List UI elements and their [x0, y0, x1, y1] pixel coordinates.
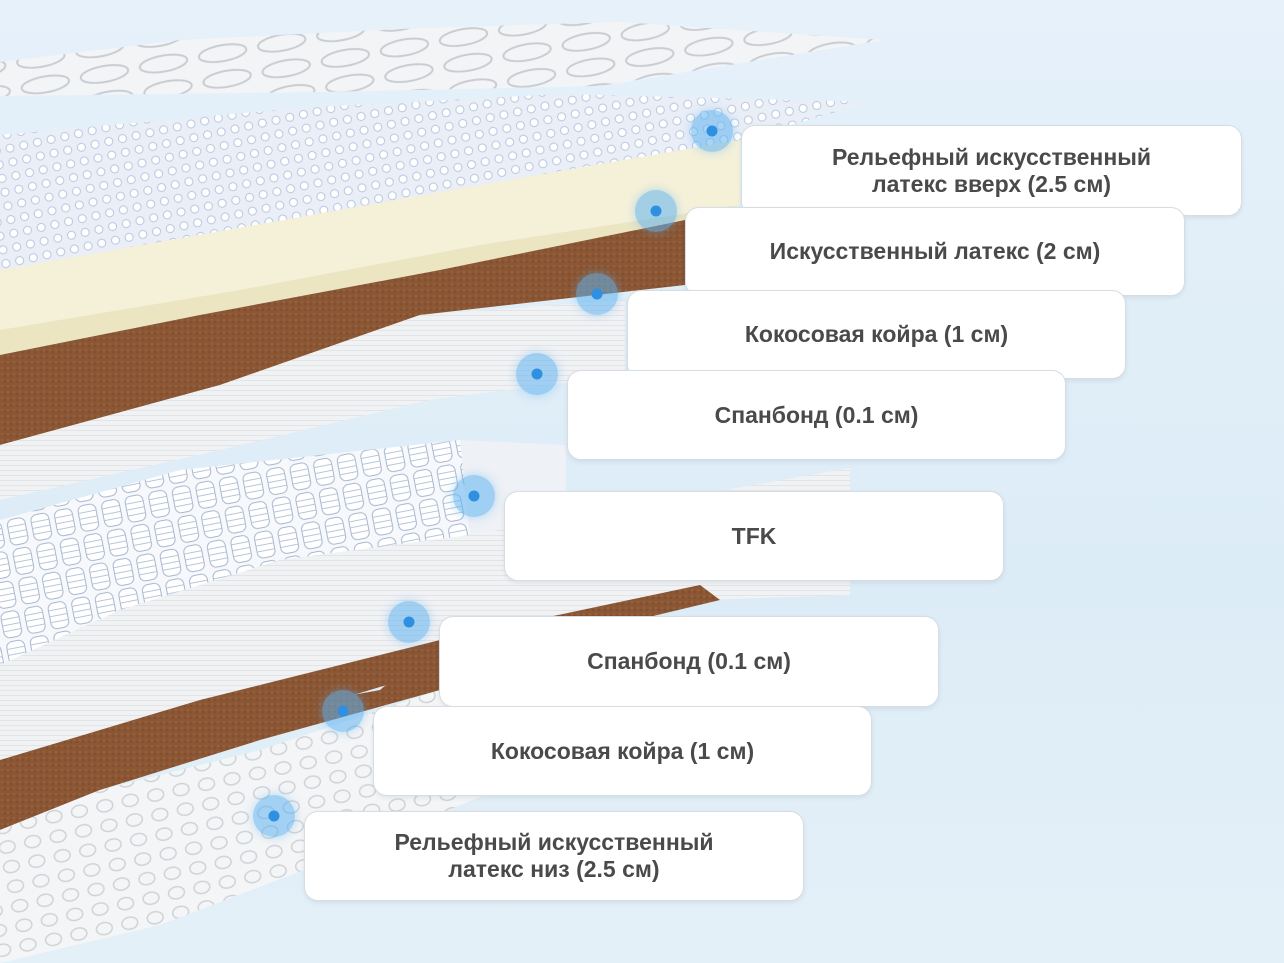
layer-label-text: Кокосовая койра (1 см) — [491, 738, 754, 765]
layer-marker-dot — [576, 273, 618, 315]
layer-marker-dot — [388, 601, 430, 643]
layer-marker-dot — [635, 190, 677, 232]
layer-label-text: Кокосовая койра (1 см) — [745, 321, 1008, 348]
layer-label-text: TFK — [732, 523, 777, 550]
layer-marker-dot — [691, 110, 733, 152]
layer-label-bottom-relief-latex: Рельефный искусственный латекс низ (2.5 … — [304, 811, 804, 901]
layer-marker-dot — [322, 690, 364, 732]
layer-label-latex: Искусственный латекс (2 см) — [685, 207, 1185, 296]
layer-label-bottom-coir: Кокосовая койра (1 см) — [373, 706, 872, 796]
quilted-cover — [0, 22, 884, 96]
layer-marker-dot — [453, 475, 495, 517]
layer-label-top-spunbond: Спанбонд (0.1 см) — [567, 370, 1066, 460]
layer-label-bottom-spunbond: Спанбонд (0.1 см) — [439, 616, 939, 707]
layer-label-top-relief-latex: Рельефный искусственный латекс вверх (2.… — [741, 125, 1242, 216]
layer-marker-dot — [516, 353, 558, 395]
layer-marker-dot — [253, 795, 295, 837]
layer-label-text: Рельефный искусственный латекс низ (2.5 … — [395, 829, 714, 883]
layer-label-tfk: TFK — [504, 491, 1004, 581]
layer-label-text: Спанбонд (0.1 см) — [587, 648, 791, 675]
layer-label-text: Искусственный латекс (2 см) — [770, 238, 1101, 265]
layer-label-text: Спанбонд (0.1 см) — [715, 402, 919, 429]
layer-label-top-coir: Кокосовая койра (1 см) — [627, 290, 1126, 379]
layer-label-text: Рельефный искусственный латекс вверх (2.… — [832, 144, 1151, 198]
